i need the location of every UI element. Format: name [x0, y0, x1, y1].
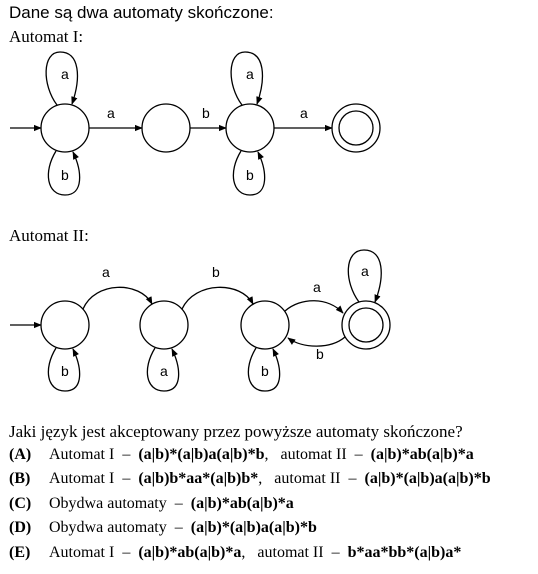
a1-label-s1-loop-bottom: b [61, 167, 69, 183]
question-text: Jaki język jest akceptowany przez powyżs… [9, 422, 463, 441]
a1-state-3 [225, 103, 275, 153]
a1-loop-s3-bottom [232, 150, 266, 196]
a1-label-s1-s2: a [107, 105, 115, 121]
answer-letter: (D) [9, 519, 32, 537]
answer-letter: (A) [9, 446, 32, 463]
a2-label-s4-loop-top: a [361, 263, 369, 279]
regex-expression: b*aa*bb*(a|b)a* [347, 543, 462, 561]
a1-state-2 [141, 103, 191, 153]
a2-state-4-inner-ring [348, 307, 384, 343]
answer-text-part: Automat I – [49, 470, 139, 488]
a1-label-s3-loop-bottom: b [246, 167, 254, 183]
answer-letter: (B) [9, 470, 31, 488]
regex-expression: (a|b)*ab(a|b)*a [138, 543, 242, 561]
answer-option-e: (E) Automat I – (a|b)*ab(a|b)*a, automat … [9, 544, 491, 568]
answer-text: Automat I – (a|b)*ab(a|b)*a, automat II … [49, 544, 461, 562]
answer-option-d: (D) Obydwa automaty – (a|b)*(a|b)a(a|b)*b [9, 519, 491, 543]
automaton-1-title: Automat I: [9, 27, 84, 46]
a2-label-s3-loop-bottom: b [261, 363, 269, 379]
regex-expression: (a|b)b*aa*(a|b)b* [138, 470, 259, 488]
a2-edge-s4-s3 [287, 336, 346, 347]
answer-text-part: Obydwa automaty – [49, 519, 191, 537]
regex-expression: (a|b)*(a|b)a(a|b)*b [364, 470, 491, 488]
answer-text-part: , automat II – [241, 543, 348, 561]
a1-label-s3-loop-top: a [246, 66, 254, 82]
answer-text-part: , automat II – [264, 446, 371, 463]
a1-state-1 [40, 103, 90, 153]
answer-text: Obydwa automaty – (a|b)*(a|b)a(a|b)*b [49, 519, 317, 537]
a2-state-3 [240, 300, 290, 350]
automaton-2-title: Automat II: [9, 226, 89, 245]
answer-text-part: Automat I – [49, 543, 139, 561]
a2-label-s1-s2: a [102, 264, 110, 280]
answer-letter: (C) [9, 494, 32, 512]
answer-text: Automat I – (a|b)b*aa*(a|b)b*, automat I… [49, 470, 491, 488]
intro-text: Dane są dwa automaty skończone: [9, 3, 274, 22]
answer-option-b: (B) Automat I – (a|b)b*aa*(a|b)b*, automa… [9, 470, 491, 494]
a2-label-s4-s3: b [316, 346, 324, 362]
answer-text-part: Obydwa automaty – [49, 494, 191, 512]
regex-expression: (a|b)*(a|b)a(a|b)*b [190, 519, 317, 537]
a1-label-s3-s4: a [300, 105, 308, 121]
a2-label-s1-loop-bottom: b [61, 363, 69, 379]
a2-state-1 [40, 300, 90, 350]
answer-text: Obydwa automaty – (a|b)*ab(a|b)*a [49, 495, 294, 513]
a2-loop-s3-bottom [247, 347, 281, 392]
answer-text: Automat I – (a|b)*(a|b)a(a|b)*b, automat… [49, 446, 474, 464]
answer-text-part: , automat II – [258, 470, 365, 488]
a1-label-s1-loop-top: a [61, 66, 69, 82]
a2-label-s2-s3: b [212, 264, 220, 280]
answer-letter: (E) [9, 543, 31, 561]
answer-list: (A)Automat I – (a|b)*(a|b)a(a|b)*b, auto… [9, 446, 491, 568]
automaton-2-diagram [10, 249, 391, 392]
a2-edge-s3-s4 [284, 300, 344, 314]
a1-loop-s3-top [230, 51, 263, 106]
answer-option-a: (A) Automat I – (a|b)*(a|b)a(a|b)*b, auto… [9, 446, 491, 470]
a1-loop-s1-bottom [47, 150, 81, 196]
a2-edge-s2-s3 [181, 286, 254, 310]
a2-label-s3-s4: a [313, 279, 321, 295]
a1-label-s2-s3: b [202, 105, 210, 121]
automaton-1-diagram [10, 51, 381, 196]
a2-state-2 [139, 300, 189, 350]
regex-expression: (a|b)*ab(a|b)*a [190, 494, 294, 512]
regex-expression: (a|b)*(a|b)a(a|b)*b [138, 446, 265, 463]
a1-loop-s1-top [45, 51, 78, 106]
regex-expression: (a|b)*ab(a|b)*a [370, 446, 474, 463]
a2-edge-s1-s2 [82, 286, 153, 310]
answer-text-part: Automat I – [49, 446, 139, 463]
a2-label-s2-loop-bottom: a [160, 363, 168, 379]
a2-loop-s2-bottom [146, 347, 180, 392]
a2-loop-s1-bottom [47, 347, 81, 392]
a2-loop-s4-top [347, 249, 382, 303]
a1-state-4-inner-ring [338, 110, 374, 146]
answer-option-c: (C) Obydwa automaty – (a|b)*ab(a|b)*a [9, 495, 491, 519]
